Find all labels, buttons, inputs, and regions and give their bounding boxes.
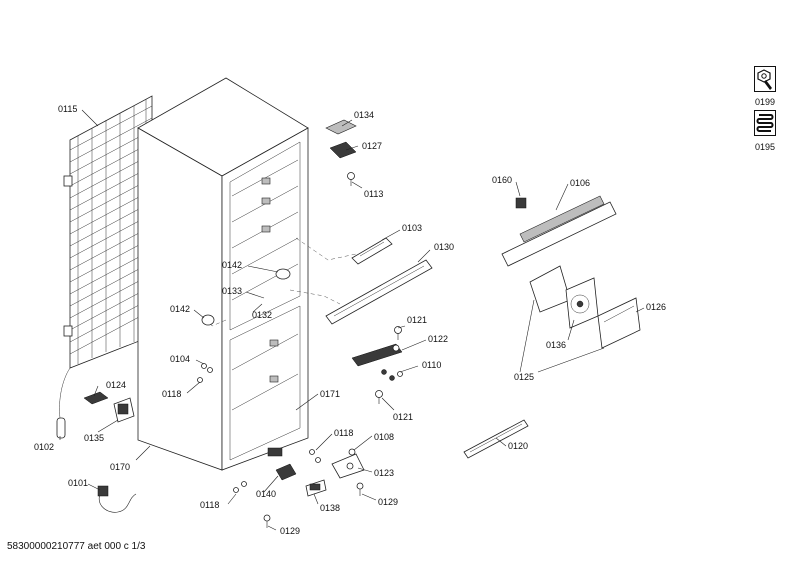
- label-0115: 0115: [58, 104, 77, 114]
- label-0129-right: 0129: [378, 497, 398, 507]
- wrench-nut-icon: [757, 69, 772, 90]
- knob-0142-top[interactable]: [275, 268, 291, 280]
- label-0135: 0135: [84, 433, 104, 443]
- label-0132: 0132: [252, 310, 272, 320]
- label-0113: 0113: [364, 189, 383, 199]
- label-0170: 0170: [110, 462, 130, 472]
- label-0142-top: 0142: [222, 260, 242, 270]
- cover-0126[interactable]: [597, 297, 641, 349]
- label-0122: 0122: [428, 334, 448, 344]
- label-0104: 0104: [170, 354, 190, 364]
- legend-label-0199: 0199: [755, 97, 776, 107]
- label-0124: 0124: [106, 380, 126, 390]
- cabinet-housing[interactable]: [137, 77, 309, 471]
- label-0136: 0136: [546, 340, 566, 350]
- label-0171: 0171: [320, 389, 340, 399]
- washers-0118-b[interactable]: [309, 449, 321, 463]
- label-0121-bottom: 0121: [393, 412, 413, 422]
- label-0110: 0110: [422, 360, 441, 370]
- label-0118-c: 0118: [200, 500, 219, 510]
- washers-0118-c[interactable]: [233, 481, 247, 493]
- label-0134: 0134: [354, 110, 374, 120]
- label-0121-top: 0121: [407, 315, 427, 325]
- seal-0102[interactable]: [56, 417, 66, 439]
- label-0123: 0123: [374, 468, 394, 478]
- hinge-0123[interactable]: [331, 453, 365, 479]
- label-0103: 0103: [402, 223, 422, 233]
- hinge-0122[interactable]: [351, 343, 403, 367]
- screw-0108[interactable]: [348, 448, 356, 456]
- rail-0103[interactable]: [351, 237, 393, 265]
- label-0130: 0130: [434, 242, 454, 252]
- rail-0130[interactable]: [325, 259, 433, 325]
- power-cord-0101[interactable]: [97, 485, 137, 513]
- cover-0138[interactable]: [305, 479, 327, 497]
- washer-0118-a[interactable]: [197, 377, 203, 383]
- screw-0129-bottom[interactable]: [263, 514, 271, 528]
- bracket-0140[interactable]: [275, 463, 297, 481]
- knob-0142-left[interactable]: [201, 314, 215, 326]
- fan-housing-0136[interactable]: [529, 265, 599, 329]
- label-0127: 0127: [362, 141, 382, 151]
- label-0138: 0138: [320, 503, 340, 513]
- rail-0120[interactable]: [463, 419, 529, 459]
- label-0133: 0133: [222, 286, 242, 296]
- screw-0113[interactable]: [347, 172, 355, 187]
- document-id-footer: 58300000210777 aet 000 c 1/3: [7, 541, 146, 552]
- label-0106: 0106: [570, 178, 590, 188]
- label-0140: 0140: [256, 489, 276, 499]
- legend-item-0195[interactable]: [754, 110, 776, 136]
- bracket-0135[interactable]: [113, 397, 135, 423]
- part-labels: 0115 0134 0127 0113 0103 0130 0142 0133 …: [34, 104, 666, 536]
- connector-0160[interactable]: [515, 197, 527, 209]
- screws-0110[interactable]: [381, 369, 403, 381]
- label-0118-a: 0118: [162, 389, 181, 399]
- cover-0134[interactable]: [325, 119, 357, 135]
- cover-0124[interactable]: [83, 391, 109, 405]
- assembly-guides: [207, 237, 357, 327]
- label-0120: 0120: [508, 441, 528, 451]
- label-0118-b: 0118: [334, 428, 353, 438]
- legend-label-0195: 0195: [755, 142, 776, 152]
- leader-lines: [59, 109, 645, 531]
- label-0126: 0126: [646, 302, 666, 312]
- bracket-0127[interactable]: [329, 141, 357, 159]
- coil-icon: [756, 114, 774, 132]
- label-0125: 0125: [514, 372, 534, 382]
- screw-0121-top[interactable]: [394, 326, 402, 341]
- label-0142-left: 0142: [170, 304, 190, 314]
- screws-0104[interactable]: [201, 363, 213, 373]
- screw-0129-right[interactable]: [356, 482, 364, 496]
- control-panel-0106[interactable]: [501, 195, 617, 267]
- label-0101: 0101: [68, 478, 88, 488]
- label-0160: 0160: [492, 175, 512, 185]
- screw-0121-bottom[interactable]: [375, 390, 383, 405]
- label-0108: 0108: [374, 432, 394, 442]
- label-0102: 0102: [34, 442, 54, 452]
- legend-item-0199[interactable]: [754, 66, 776, 92]
- label-0129-bottom: 0129: [280, 526, 300, 536]
